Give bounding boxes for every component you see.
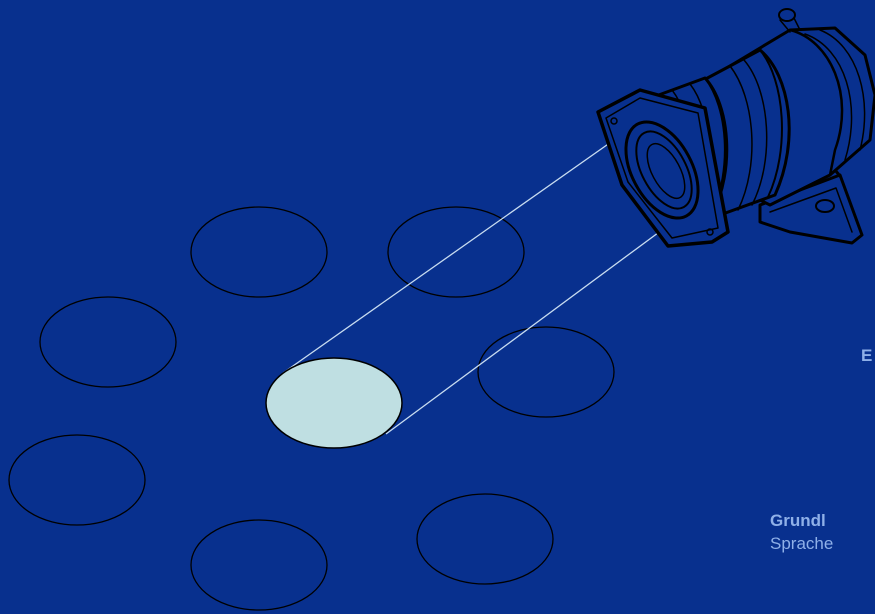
beam-line-upper	[282, 127, 632, 374]
spot-bottom-right	[416, 493, 554, 585]
label-sprache: Sprache	[770, 534, 834, 553]
label-b: E	[861, 346, 873, 365]
spot-middle-left	[39, 296, 177, 388]
spot-bottom-far-left	[8, 434, 146, 526]
spot-top-right	[387, 206, 525, 298]
spot-bottom-left	[190, 519, 328, 611]
spotlight-icon	[596, 8, 875, 248]
label-grundl: Grundl	[770, 511, 826, 530]
spot-middle-right	[477, 326, 615, 418]
spot-lit	[265, 357, 403, 449]
spot-top-left	[190, 206, 328, 298]
beam-line-lower	[385, 206, 694, 435]
